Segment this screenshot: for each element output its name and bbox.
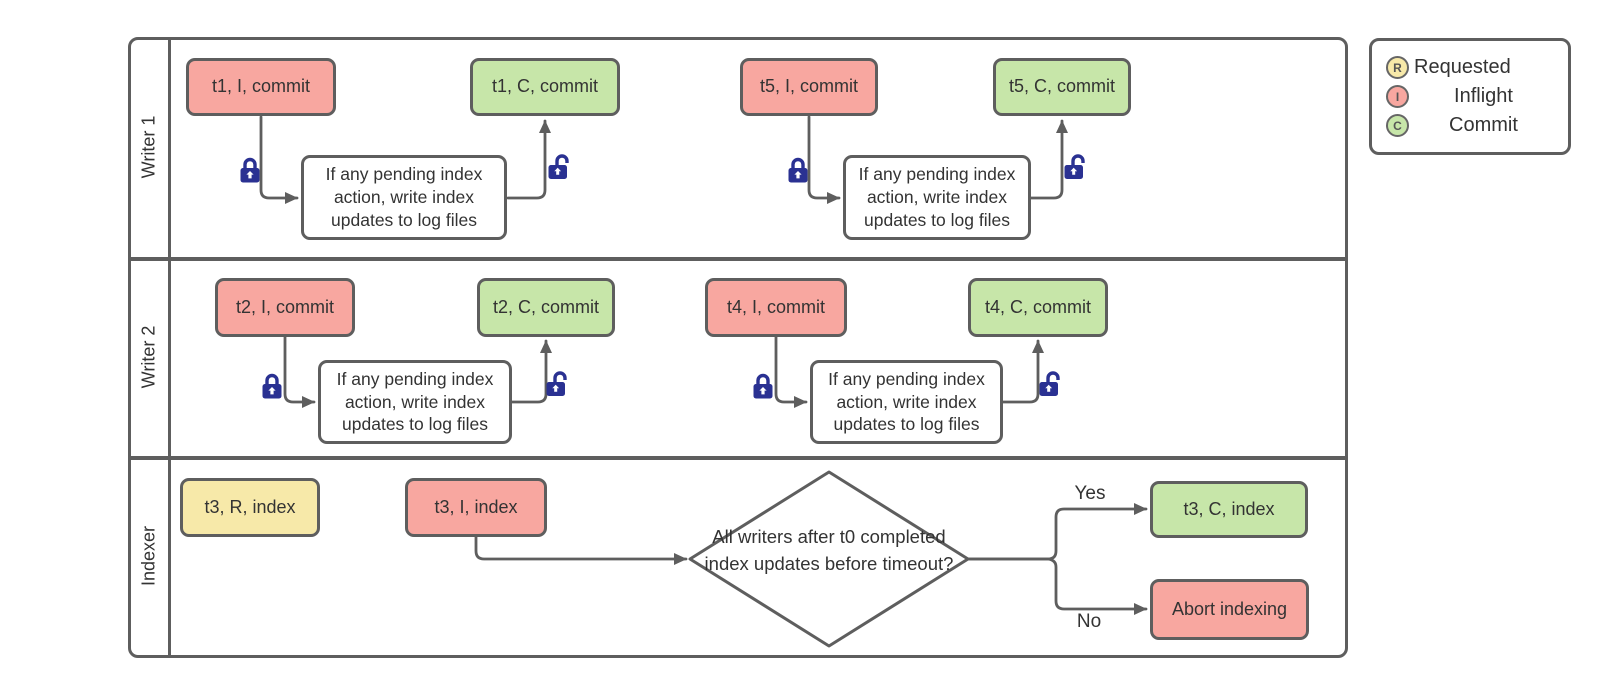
decision-diamond: [688, 470, 970, 648]
open-lock-icon: [548, 154, 569, 179]
legend-label-requested: Requested: [1414, 56, 1511, 78]
arrow-t3-inflight-to-decision: [474, 535, 688, 565]
arrow-t1-inflight-to-process: [259, 115, 299, 204]
open-lock-icon: [1039, 371, 1060, 396]
arrow-process-to-t4-commit: [1001, 339, 1044, 404]
closed-lock-icon: [262, 373, 282, 399]
arrow-decision-no-to-abort: [966, 557, 1148, 615]
node-t1-commit: t1, C, commit: [470, 58, 620, 116]
closed-lock-icon: [788, 157, 808, 183]
decision-label: All writers after t0 completed index upd…: [704, 526, 954, 574]
node-t3-requested: t3, R, index: [180, 478, 320, 537]
commit-status-icon: C: [1386, 114, 1409, 137]
node-t5-inflight: t5, I, commit: [740, 58, 878, 116]
legend-item-inflight: I Inflight: [1386, 84, 1558, 110]
node-t3-inflight: t3, I, index: [405, 478, 547, 537]
process-box-writer2-t2: If any pending index action, write index…: [318, 360, 512, 444]
process-box-writer1-t5: If any pending index action, write index…: [843, 155, 1031, 240]
legend-label-inflight: Inflight: [1454, 85, 1513, 107]
lane-divider-1: [128, 257, 1348, 261]
open-lock-icon: [546, 371, 567, 396]
node-t4-commit: t4, C, commit: [968, 278, 1108, 337]
arrow-process-to-t5-commit: [1029, 119, 1068, 200]
legend-label-commit: Commit: [1449, 114, 1518, 136]
arrow-t5-inflight-to-process: [807, 115, 841, 204]
process-box-writer1-t1: If any pending index action, write index…: [301, 155, 507, 240]
legend: R Requested I Inflight C Commit: [1369, 38, 1571, 155]
arrow-decision-yes-to-t3-commit: [966, 503, 1148, 561]
swimlane-frame: [128, 37, 1348, 658]
open-lock-icon: [1064, 154, 1085, 179]
arrow-t2-inflight-to-process: [283, 335, 316, 408]
node-t5-commit: t5, C, commit: [993, 58, 1131, 116]
requested-status-icon: R: [1386, 56, 1409, 79]
lane-divider-2: [128, 456, 1348, 460]
arrow-process-to-t2-commit: [510, 339, 552, 404]
legend-item-commit: C Commit: [1386, 113, 1558, 139]
node-t3-commit: t3, C, index: [1150, 481, 1308, 538]
node-abort-indexing: Abort indexing: [1150, 579, 1309, 640]
legend-item-requested: R Requested: [1386, 55, 1558, 81]
yes-label: Yes: [1074, 483, 1106, 504]
node-t2-inflight: t2, I, commit: [215, 278, 355, 337]
no-label: No: [1076, 611, 1102, 632]
node-t1-inflight: t1, I, commit: [186, 58, 336, 116]
lane-label-column-divider: [168, 37, 171, 658]
inflight-status-icon: I: [1386, 85, 1409, 108]
node-t4-inflight: t4, I, commit: [705, 278, 847, 337]
node-t2-commit: t2, C, commit: [477, 278, 615, 337]
arrow-process-to-t1-commit: [506, 119, 551, 200]
closed-lock-icon: [240, 157, 260, 183]
closed-lock-icon: [753, 373, 773, 399]
arrow-t4-inflight-to-process: [774, 335, 808, 408]
process-box-writer2-t4: If any pending index action, write index…: [810, 360, 1003, 444]
